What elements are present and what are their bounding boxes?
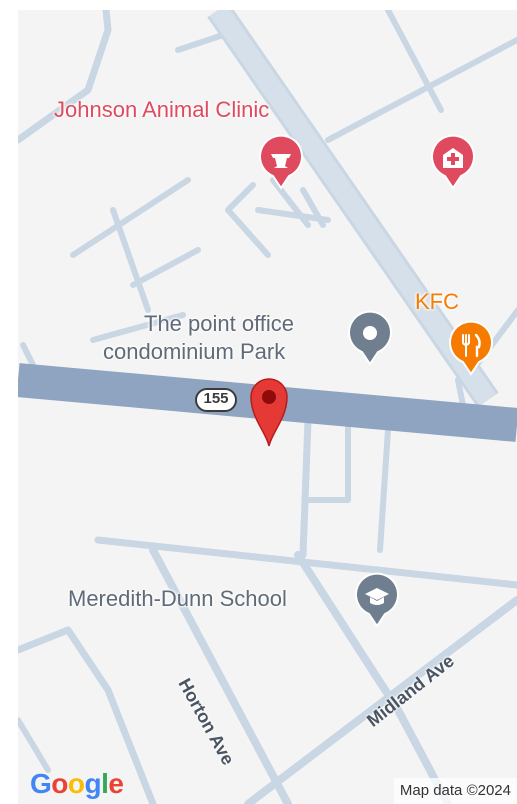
map-pin-icon[interactable]: [246, 370, 292, 448]
route-number: 155: [203, 390, 229, 407]
pharmacy-mortar-icon[interactable]: [256, 134, 306, 190]
poi-label-animal-clinic[interactable]: Johnson Animal Clinic: [54, 97, 270, 122]
route-155-shield: 155: [195, 388, 237, 412]
hospital-cross-icon[interactable]: [428, 134, 478, 190]
google-logo-letter: l: [101, 768, 109, 799]
generic-poi-icon[interactable]: [345, 310, 395, 366]
google-logo-letter: o: [51, 768, 68, 799]
poi-label-school[interactable]: Meredith-Dunn School: [68, 586, 287, 611]
road-horton: [149, 546, 292, 804]
poi-label-kfc[interactable]: KFC: [415, 289, 459, 314]
map-attribution[interactable]: Map data ©2024: [393, 778, 517, 804]
poi-label-office-park-line2[interactable]: condominium Park: [103, 339, 286, 364]
google-logo-letter: e: [108, 768, 124, 799]
graduation-cap-icon[interactable]: [352, 572, 402, 628]
google-logo-letter: g: [84, 768, 102, 799]
fork-knife-icon[interactable]: [446, 320, 496, 376]
road-midland: [244, 596, 517, 804]
poi-label-office-park-line1[interactable]: The point office: [144, 311, 295, 336]
road-top-left: [18, 10, 112, 144]
google-logo-letter: o: [67, 768, 85, 799]
google-logo-letter: G: [30, 768, 52, 799]
map-canvas[interactable]: Johnson Animal Clinic KFC The point offi…: [18, 10, 517, 804]
google-logo: Google: [30, 768, 124, 800]
